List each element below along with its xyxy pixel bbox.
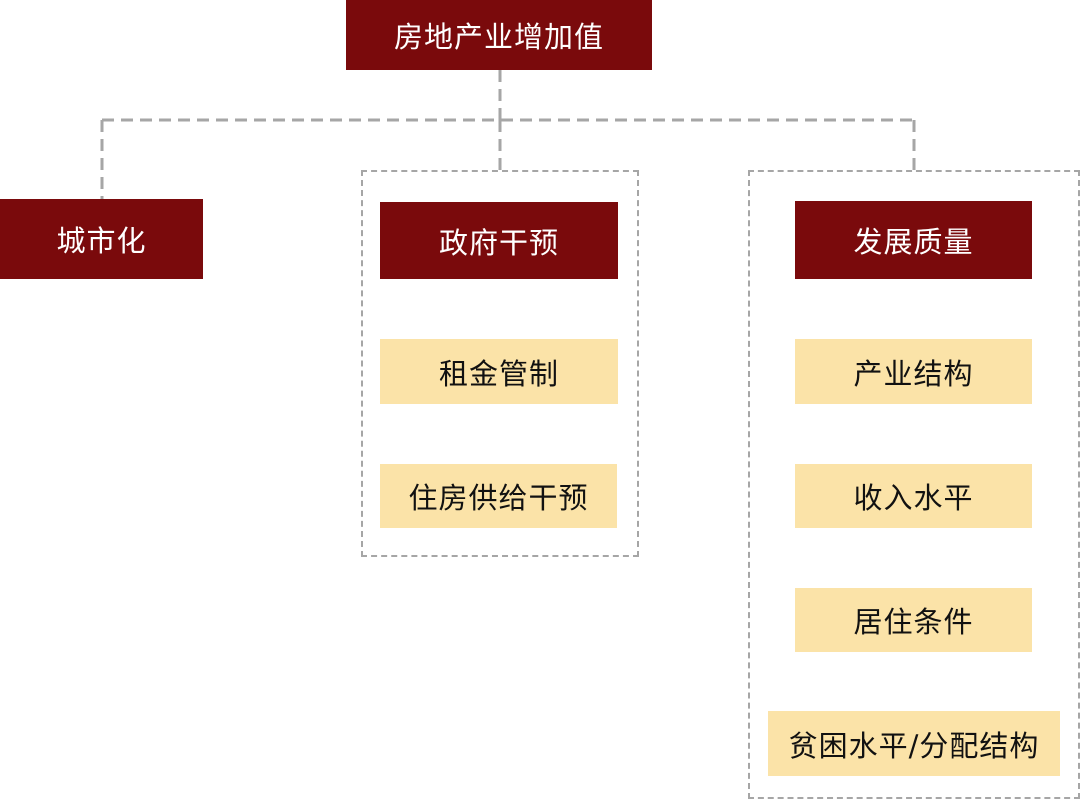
urbanization-node: 城市化 bbox=[0, 199, 203, 279]
quality-node-label: 发展质量 bbox=[853, 225, 974, 259]
government-node-label: 政府干预 bbox=[438, 225, 559, 260]
quality-item-income-level: 收入水平 bbox=[795, 464, 1032, 528]
government-item-label: 租金管制 bbox=[438, 356, 559, 391]
urbanization-node-label: 城市化 bbox=[56, 224, 147, 258]
quality-item-label: 居住条件 bbox=[853, 605, 974, 639]
quality-item-industry-structure: 产业结构 bbox=[795, 339, 1032, 404]
government-item-rent-control: 租金管制 bbox=[380, 339, 618, 404]
quality-item-label: 收入水平 bbox=[853, 481, 974, 515]
government-group bbox=[361, 170, 639, 557]
government-item-housing-supply: 住房供给干预 bbox=[380, 464, 617, 528]
quality-item-poverty-distribution: 贫困水平/分配结构 bbox=[768, 711, 1060, 776]
government-node: 政府干预 bbox=[380, 202, 618, 279]
government-item-label: 住房供给干预 bbox=[408, 481, 589, 515]
root-node: 房地产业增加值 bbox=[346, 0, 652, 70]
quality-item-label: 贫困水平/分配结构 bbox=[788, 728, 1040, 763]
root-node-label: 房地产业增加值 bbox=[393, 20, 604, 54]
quality-group bbox=[748, 170, 1080, 799]
quality-item-label: 产业结构 bbox=[853, 356, 974, 391]
quality-item-living-conditions: 居住条件 bbox=[795, 588, 1032, 652]
quality-node: 发展质量 bbox=[795, 201, 1032, 279]
